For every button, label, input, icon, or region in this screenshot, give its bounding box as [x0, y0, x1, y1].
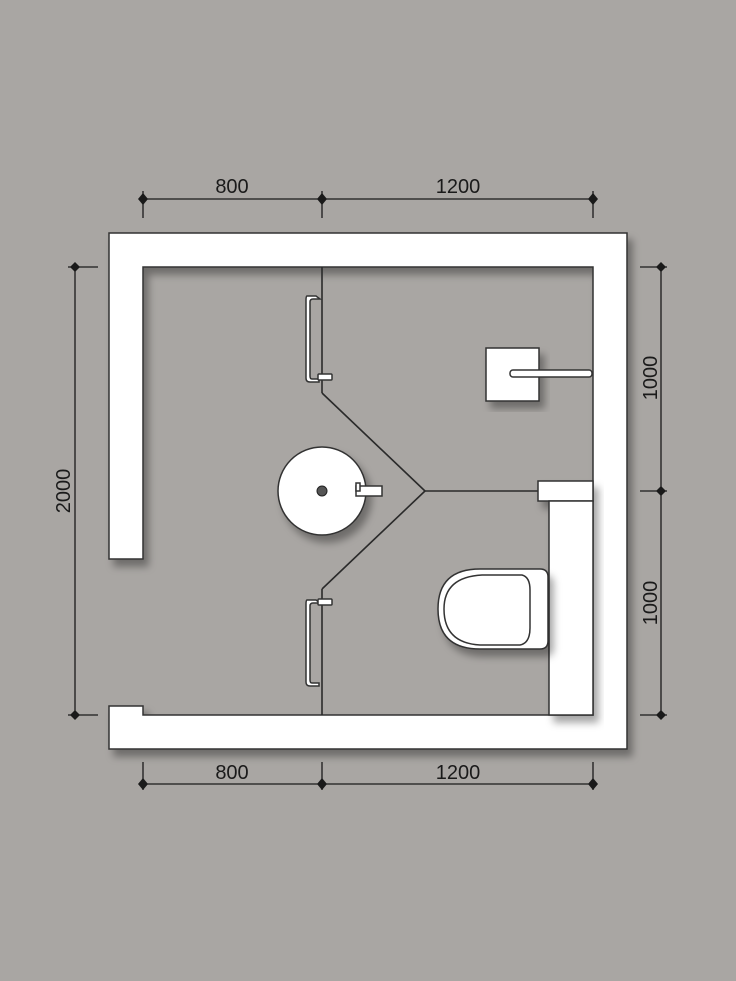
dim-bottom-left-label: 800 [215, 762, 248, 784]
sink-details [316, 482, 383, 497]
dim-top-left-label: 800 [215, 176, 248, 198]
dimension-left: 2000 [53, 262, 98, 720]
dim-top-right-label: 1200 [436, 176, 481, 198]
grab-bar-upper [305, 295, 333, 383]
partitions [321, 267, 538, 715]
dim-right-upper-label: 1000 [640, 356, 662, 401]
dim-left-label: 2000 [53, 469, 75, 514]
grab-bar-lower [305, 598, 333, 687]
outer-wall [108, 232, 628, 750]
toilet-cistern [537, 480, 594, 716]
dimension-right: 1000 1000 [640, 262, 667, 720]
wall-cabinet-bar [509, 369, 593, 378]
walls [108, 232, 628, 750]
dim-bottom-right-label: 1200 [436, 762, 481, 784]
toilet-seat [443, 574, 531, 646]
dimension-top: 800 1200 [138, 176, 598, 218]
dim-right-lower-label: 1000 [640, 581, 662, 626]
dimension-bottom: 800 1200 [138, 762, 598, 790]
